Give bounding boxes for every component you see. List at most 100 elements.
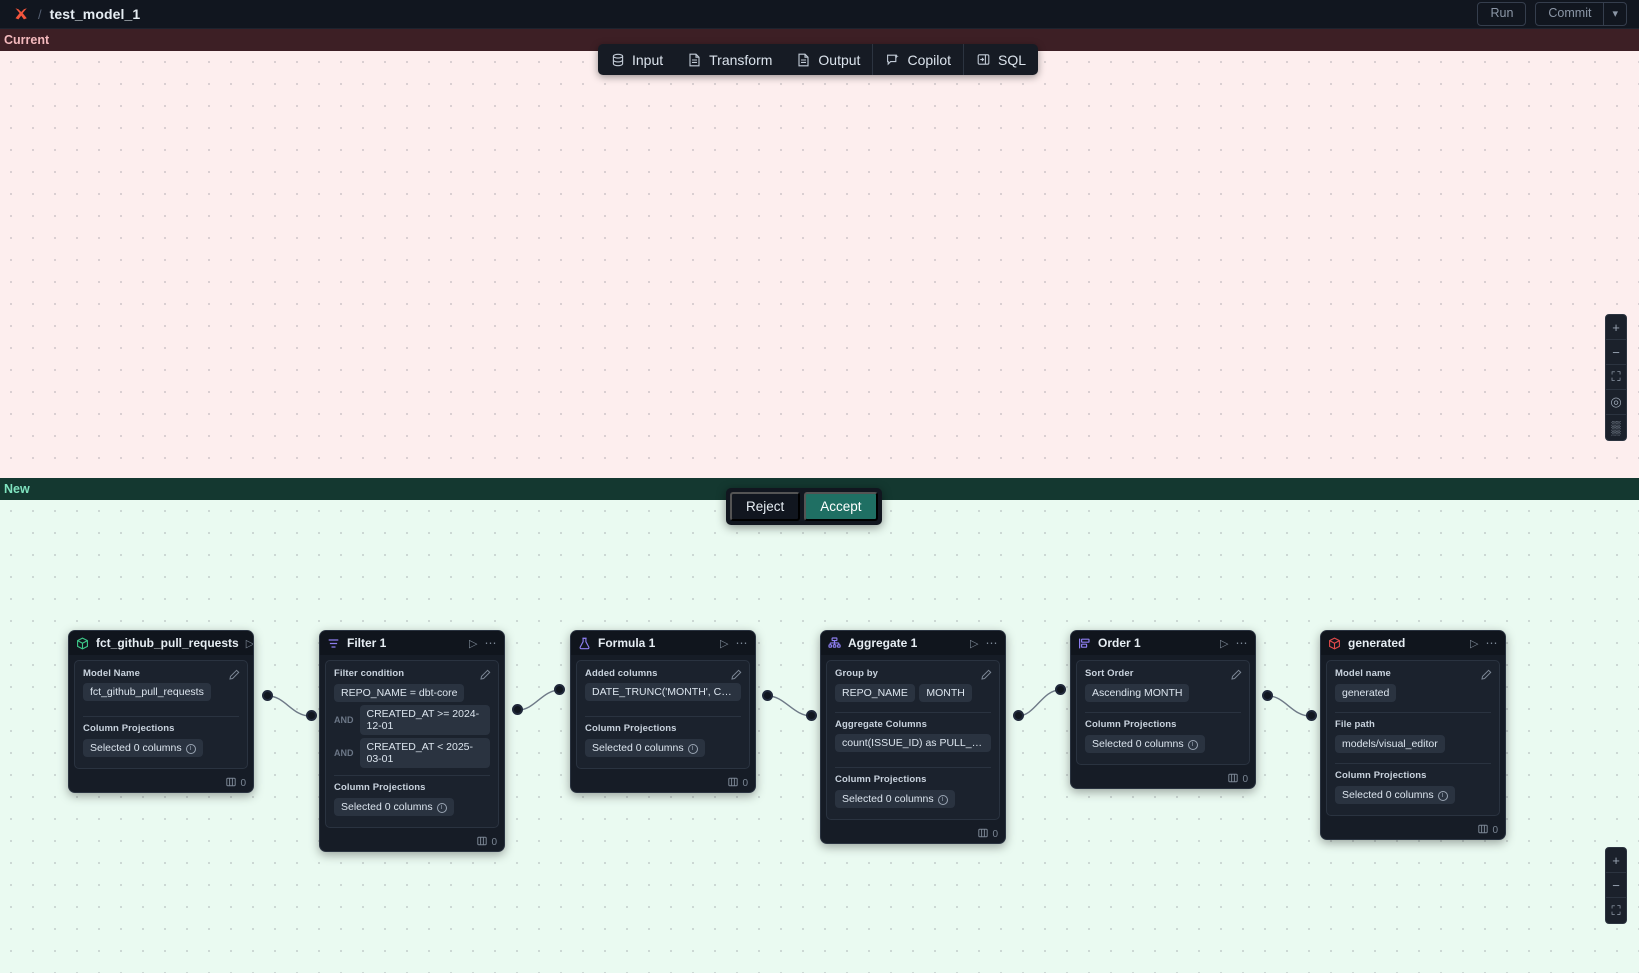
edit-pencil-icon[interactable] xyxy=(731,667,742,685)
target-icon[interactable]: ◎ xyxy=(1606,390,1626,415)
node-output-port[interactable] xyxy=(512,704,523,715)
node-output-port[interactable] xyxy=(1013,710,1024,721)
condition-operator: AND xyxy=(334,748,354,758)
info-icon[interactable]: i xyxy=(436,802,447,813)
x-logo-icon[interactable] xyxy=(12,5,30,23)
filter-condition-1[interactable]: REPO_NAME = dbt-core xyxy=(334,684,465,702)
zoom-out-icon[interactable]: − xyxy=(1606,873,1626,898)
filter-condition-3[interactable]: CREATED_AT < 2025-03-01 xyxy=(359,738,490,768)
toolbar-item-copilot[interactable]: Copilot xyxy=(872,44,963,75)
node-footer: 0 xyxy=(320,833,504,851)
filter-condition-2[interactable]: CREATED_AT >= 2024-12-01 xyxy=(359,705,490,735)
node-header: generated ▷ ⋯ xyxy=(1321,631,1505,655)
row-count: 0 xyxy=(491,836,497,848)
divider xyxy=(1335,763,1491,764)
projection-text: Selected 0 columns xyxy=(1092,738,1184,750)
file-path-value[interactable]: models/visual_editor xyxy=(1335,735,1445,753)
divider xyxy=(334,775,490,776)
node-order-1[interactable]: Order 1 ▷ ⋯ Sort Order Ascending MONTH C… xyxy=(1070,630,1256,789)
field-value[interactable]: fct_github_pull_requests xyxy=(83,683,211,701)
run-node-icon[interactable]: ▷ xyxy=(245,637,254,650)
node-input-port[interactable] xyxy=(1055,684,1066,695)
reject-button[interactable]: Reject xyxy=(730,492,801,521)
fit-screen-icon[interactable]: ⛶ xyxy=(1606,365,1626,390)
toolbar-item-transform[interactable]: Transform xyxy=(675,44,784,75)
projection-text: Selected 0 columns xyxy=(341,801,433,813)
info-icon[interactable]: i xyxy=(1187,739,1198,750)
field-label: File path xyxy=(1335,719,1375,730)
info-icon[interactable]: i xyxy=(1437,790,1448,801)
node-input-port[interactable] xyxy=(554,684,565,695)
node-footer: 0 xyxy=(69,774,253,792)
node-menu-icon[interactable]: ⋯ xyxy=(484,636,497,650)
filter-purple-icon xyxy=(327,637,340,650)
node-body: Filter condition REPO_NAME = dbt-core AN… xyxy=(325,660,499,828)
node-menu-icon[interactable]: ⋯ xyxy=(985,636,998,650)
run-node-icon[interactable]: ▷ xyxy=(970,637,979,650)
sparkle-chat-icon xyxy=(885,52,900,67)
toolbar-item-output[interactable]: Output xyxy=(784,44,872,75)
panel-current: Current xyxy=(0,29,1639,478)
node-menu-icon[interactable]: ⋯ xyxy=(1235,636,1248,650)
node-filter-1[interactable]: Filter 1 ▷ ⋯ Filter condition REPO_NAME … xyxy=(319,630,505,852)
grid-icon[interactable]: ▒ xyxy=(1611,420,1621,435)
edit-pencil-icon[interactable] xyxy=(229,667,240,685)
field-label: Column Projections xyxy=(1335,770,1427,781)
zoom-out-icon[interactable]: − xyxy=(1606,340,1626,365)
node-header: Filter 1 ▷ ⋯ xyxy=(320,631,504,655)
aggregate-columns-value[interactable]: count(ISSUE_ID) as PULL_REQUEST_... xyxy=(835,734,991,752)
sort-order-value[interactable]: Ascending MONTH xyxy=(1085,684,1190,702)
zoom-controls-current: + − ⛶ ◎ ▒ xyxy=(1605,314,1627,441)
edit-pencil-icon[interactable] xyxy=(1481,667,1492,685)
toolbar-item-input[interactable]: Input xyxy=(598,44,675,75)
titlebar-actions: Run Commit ▾ xyxy=(1477,2,1639,26)
zoom-in-icon[interactable]: + xyxy=(1606,315,1626,340)
node-output-port[interactable] xyxy=(262,690,273,701)
run-node-icon[interactable]: ▷ xyxy=(720,637,729,650)
node-menu-icon[interactable]: ⋯ xyxy=(735,636,748,650)
group-by-value-1[interactable]: REPO_NAME xyxy=(835,684,915,702)
node-input-port[interactable] xyxy=(806,710,817,721)
node-output-port[interactable] xyxy=(1262,690,1273,701)
edit-pencil-icon[interactable] xyxy=(981,667,992,685)
run-node-icon[interactable]: ▷ xyxy=(1470,637,1479,650)
node-fct-github-pull-requests[interactable]: fct_github_pull_requests ▷ ⋯ Model Name … xyxy=(68,630,254,793)
info-icon[interactable]: i xyxy=(937,794,948,805)
run-node-icon[interactable]: ▷ xyxy=(1220,637,1229,650)
added-columns-value[interactable]: DATE_TRUNC('MONTH', CREATED_AT... xyxy=(585,683,741,701)
node-input-port[interactable] xyxy=(1306,710,1317,721)
node-header: fct_github_pull_requests ▷ ⋯ xyxy=(69,631,253,655)
node-title: Formula 1 xyxy=(598,636,656,650)
node-generated[interactable]: generated ▷ ⋯ Model name generated File … xyxy=(1320,630,1506,840)
chevron-down-icon[interactable]: ▾ xyxy=(1603,3,1626,25)
accept-button[interactable]: Accept xyxy=(804,492,878,521)
fit-screen-icon[interactable]: ⛶ xyxy=(1611,902,1621,918)
info-icon[interactable]: i xyxy=(185,743,196,754)
run-button[interactable]: Run xyxy=(1477,2,1527,26)
node-formula-1[interactable]: Formula 1 ▷ ⋯ Added columns DATE_TRUNC('… xyxy=(570,630,756,793)
node-output-port[interactable] xyxy=(762,690,773,701)
node-aggregate-1[interactable]: Aggregate 1 ▷ ⋯ Group by REPO_NAME MONTH… xyxy=(820,630,1006,844)
node-menu-icon[interactable]: ⋯ xyxy=(1485,636,1498,650)
info-icon[interactable]: i xyxy=(687,743,698,754)
node-input-port[interactable] xyxy=(306,710,317,721)
projection-text: Selected 0 columns xyxy=(90,742,182,754)
commit-button[interactable]: Commit xyxy=(1536,3,1603,25)
divider xyxy=(83,716,239,717)
toolbar-item-sql[interactable]: SQL xyxy=(963,44,1038,75)
edit-pencil-icon[interactable] xyxy=(480,667,491,685)
group-by-value-2[interactable]: MONTH xyxy=(919,684,972,702)
table-icon xyxy=(728,777,739,790)
document-icon xyxy=(796,52,811,67)
model-name-value[interactable]: generated xyxy=(1335,684,1397,702)
field-label: Sort Order xyxy=(1085,668,1134,679)
edit-pencil-icon[interactable] xyxy=(1231,667,1242,685)
zoom-in-icon[interactable]: + xyxy=(1606,848,1626,873)
run-node-icon[interactable]: ▷ xyxy=(469,637,478,650)
